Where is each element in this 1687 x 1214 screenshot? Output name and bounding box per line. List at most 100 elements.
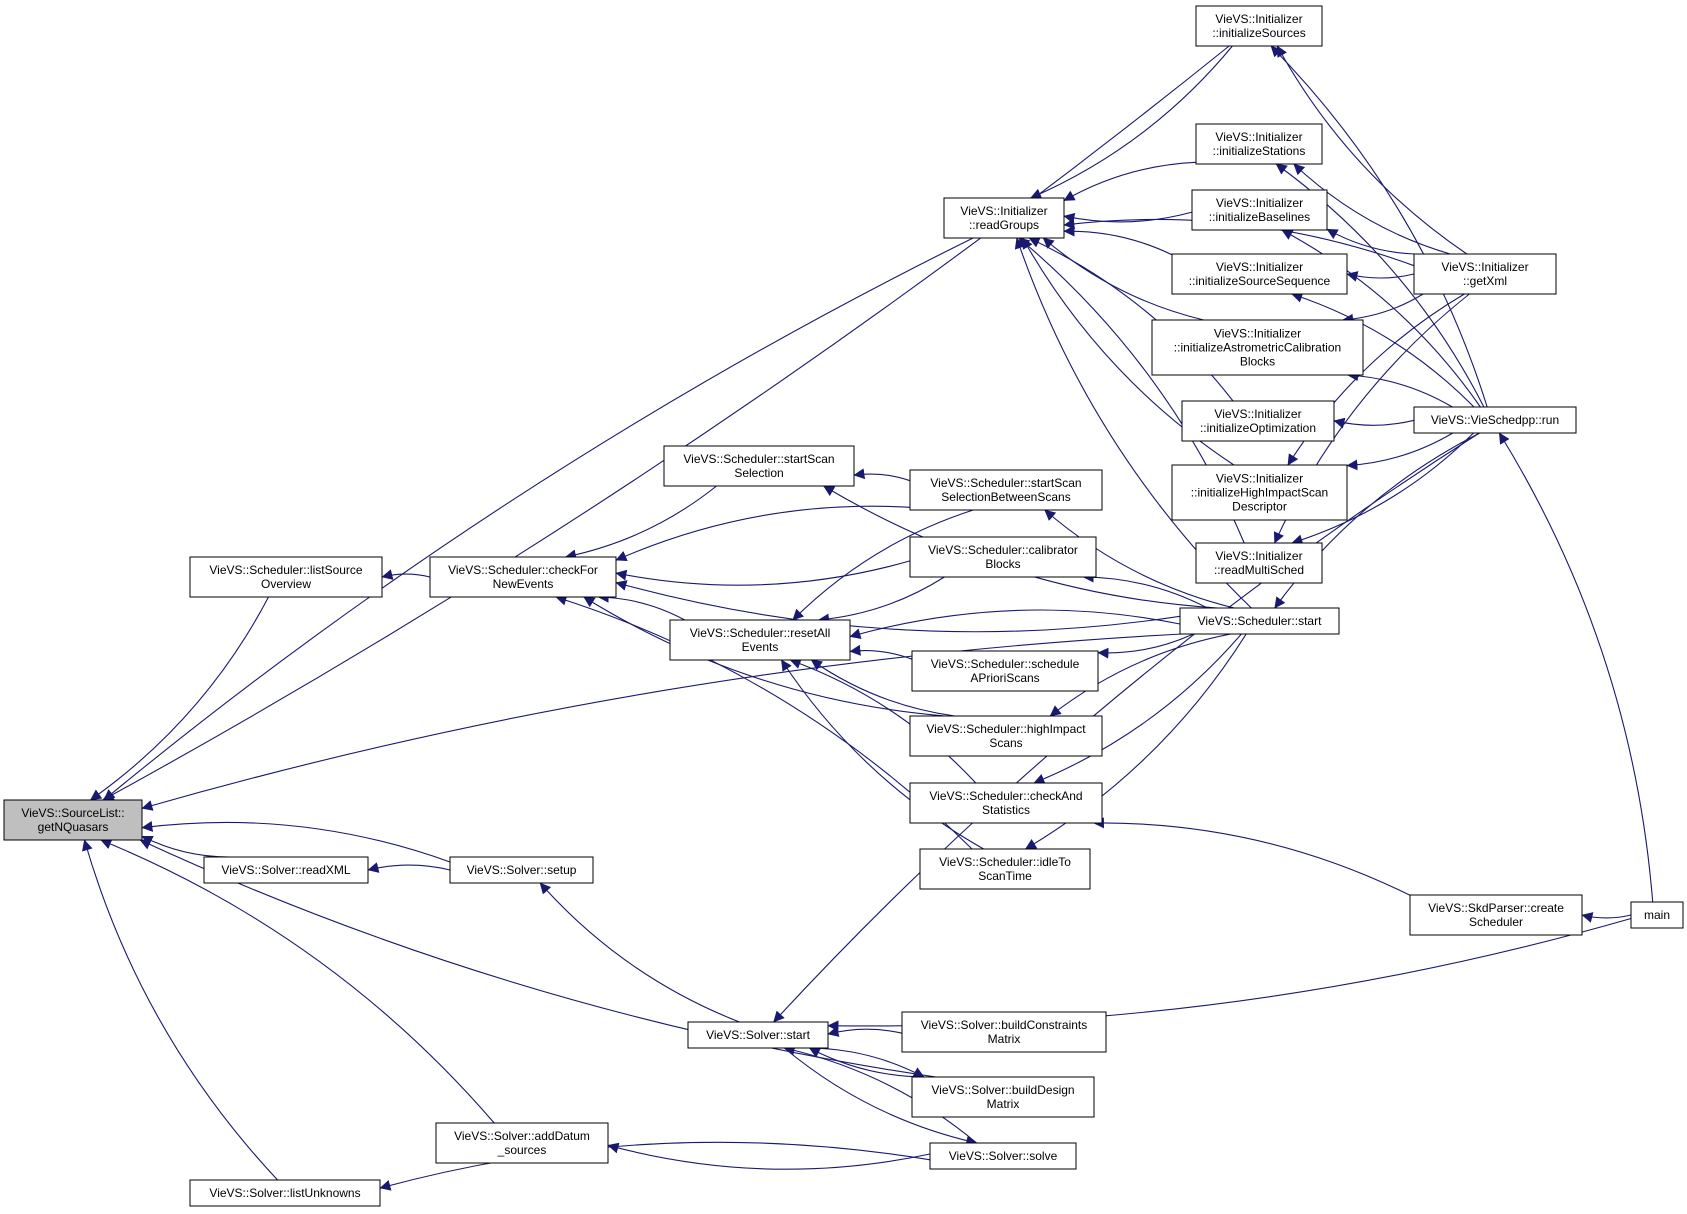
node-initialize-optimization[interactable]: VieVS::Initializer::initializeOptimizati… bbox=[1181, 400, 1335, 442]
node-label: VieVS::Initializer bbox=[1215, 549, 1302, 563]
node-label: VieVS::Scheduler::highImpact bbox=[926, 722, 1086, 736]
node-add-datum-sources[interactable]: VieVS::Solver::addDatum_sources bbox=[435, 1122, 609, 1164]
node-start-scan-selection-between[interactable]: VieVS::Scheduler::startScanSelectionBetw… bbox=[909, 469, 1103, 511]
call-edge bbox=[367, 862, 451, 873]
call-edge bbox=[1347, 370, 1453, 408]
call-edge bbox=[1326, 228, 1415, 255]
node-initialize-high-impact[interactable]: VieVS::Initializer::initializeHighImpact… bbox=[1171, 464, 1348, 521]
call-edge bbox=[381, 569, 431, 580]
call-edge bbox=[141, 820, 451, 863]
node-box bbox=[1630, 901, 1684, 929]
node-label: VieVS::Initializer bbox=[1214, 327, 1301, 341]
node-solver-solve[interactable]: VieVS::Solver::solve bbox=[929, 1142, 1077, 1170]
call-edge bbox=[783, 1044, 978, 1144]
call-edge bbox=[615, 580, 1181, 633]
call-edge bbox=[1281, 229, 1481, 408]
call-edge bbox=[1049, 633, 1231, 717]
node-box bbox=[929, 1142, 1077, 1170]
node-box bbox=[189, 556, 383, 598]
call-edge bbox=[1342, 293, 1424, 325]
edge-layer bbox=[82, 45, 1654, 1191]
node-label: ::initializeOptimization bbox=[1200, 421, 1316, 435]
node-label: VieVS::Scheduler::calibrator bbox=[928, 543, 1078, 557]
call-edge bbox=[789, 658, 977, 784]
call-edge bbox=[1025, 633, 1247, 850]
node-label: Selection bbox=[734, 466, 783, 480]
call-edge bbox=[827, 1026, 903, 1037]
call-edge bbox=[1030, 45, 1233, 199]
node-list-unknowns[interactable]: VieVS::Solver::listUnknowns bbox=[189, 1179, 381, 1207]
node-label: VieVS::Scheduler::schedule bbox=[931, 657, 1080, 671]
node-label: Scans bbox=[989, 736, 1022, 750]
node-box bbox=[1171, 253, 1348, 295]
node-solver-start[interactable]: VieVS::Solver::start bbox=[687, 1021, 829, 1049]
node-label: Events bbox=[742, 640, 779, 654]
node-label: Descriptor bbox=[1232, 500, 1287, 514]
node-label: VieVS::Scheduler::startScan bbox=[683, 452, 834, 466]
node-box bbox=[943, 197, 1065, 239]
node-label: VieVS::SourceList:: bbox=[21, 806, 124, 820]
node-box bbox=[189, 1179, 381, 1207]
node-label: ::initializeStations bbox=[1213, 144, 1306, 158]
call-edge bbox=[1063, 161, 1197, 202]
node-initialize-source-sequence[interactable]: VieVS::Initializer::initializeSourceSequ… bbox=[1171, 253, 1348, 295]
call-edge bbox=[1293, 163, 1451, 255]
node-box bbox=[429, 556, 617, 598]
node-read-xml[interactable]: VieVS::Solver::readXML bbox=[203, 856, 369, 884]
node-read-groups[interactable]: VieVS::Initializer::readGroups bbox=[943, 197, 1065, 239]
node-label: ::getXml bbox=[1463, 274, 1507, 288]
node-scheduler-start[interactable]: VieVS::Scheduler::start bbox=[1179, 607, 1340, 635]
node-get-nquasars[interactable]: VieVS::SourceList::getNQuasars bbox=[3, 799, 143, 841]
node-label: VieVS::Solver::buildConstraints bbox=[921, 1018, 1088, 1032]
node-solver-setup[interactable]: VieVS::Solver::setup bbox=[449, 856, 594, 884]
node-label: VieVS::Solver::setup bbox=[467, 863, 577, 877]
call-edge bbox=[783, 1047, 978, 1147]
call-edge bbox=[1291, 292, 1475, 408]
call-edge bbox=[100, 838, 495, 1124]
node-get-xml[interactable]: VieVS::Initializer::getXml bbox=[1413, 253, 1557, 295]
call-edge bbox=[849, 609, 1181, 640]
node-box bbox=[1413, 253, 1557, 295]
call-edge bbox=[1044, 509, 1235, 609]
node-label: Blocks bbox=[1240, 355, 1275, 369]
node-main[interactable]: main bbox=[1630, 901, 1684, 929]
node-read-multi-sched[interactable]: VieVS::Initializer::readMultiSched bbox=[1195, 542, 1323, 584]
node-label: Matrix bbox=[987, 1097, 1020, 1111]
call-edge bbox=[1276, 45, 1468, 255]
node-label: ::initializeBaselines bbox=[1209, 210, 1310, 224]
node-box bbox=[3, 799, 143, 841]
node-initialize-sources[interactable]: VieVS::Initializer::initializeSources bbox=[1195, 5, 1323, 47]
node-label: Statistics bbox=[982, 803, 1030, 817]
node-label: VieVS::Initializer bbox=[1216, 260, 1303, 274]
node-vieschedpp-run[interactable]: VieVS::VieSchedpp::run bbox=[1413, 406, 1577, 434]
node-box bbox=[919, 848, 1091, 890]
node-box bbox=[663, 445, 855, 487]
node-label: Matrix bbox=[988, 1032, 1021, 1046]
call-edge bbox=[780, 659, 984, 850]
call-edge bbox=[792, 509, 974, 621]
node-initialize-stations[interactable]: VieVS::Initializer::initializeStations bbox=[1195, 123, 1323, 165]
call-edge bbox=[1270, 45, 1488, 408]
node-initialize-baselines[interactable]: VieVS::Initializer::initializeBaselines bbox=[1191, 189, 1328, 231]
node-box bbox=[1413, 406, 1577, 434]
node-label: VieVS::Solver::listUnknowns bbox=[209, 1186, 360, 1200]
call-edge bbox=[853, 468, 911, 482]
node-label: ::initializeHighImpactScan bbox=[1191, 486, 1328, 500]
call-edge bbox=[1581, 912, 1632, 923]
node-label: APrioriScans bbox=[970, 671, 1039, 685]
node-initialize-astrometric[interactable]: VieVS::Initializer::initializeAstrometri… bbox=[1151, 319, 1364, 376]
call-edge bbox=[1042, 237, 1204, 321]
call-edge bbox=[818, 576, 945, 625]
